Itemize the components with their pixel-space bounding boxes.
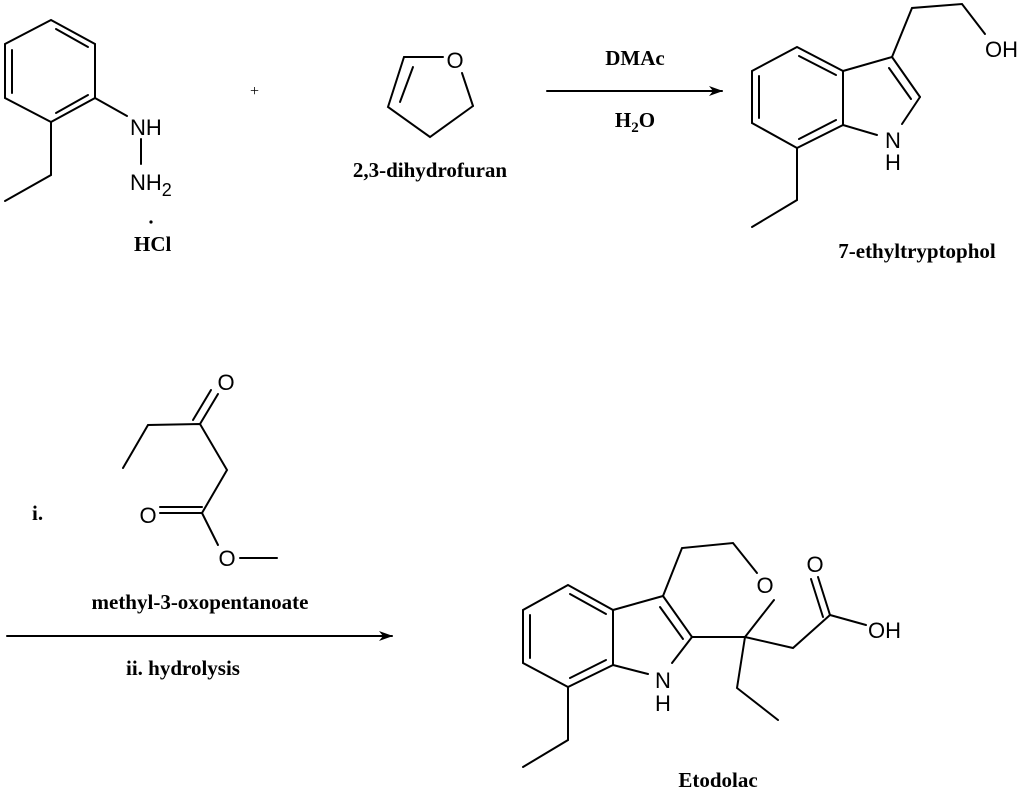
oh-label: OH (985, 37, 1018, 62)
ring-o-label: O (756, 573, 773, 598)
reaction-arrow-1: DMAc H2O (546, 46, 723, 136)
ester-o-label: O (139, 503, 156, 528)
salt-dot (149, 220, 153, 224)
etodolac-name: Etodolac (678, 768, 757, 792)
h-label: H (655, 691, 671, 716)
n-label: N (655, 668, 671, 693)
keto-o-label: O (217, 370, 234, 395)
step-i-label: i. (32, 501, 43, 525)
ketoester-name: methyl-3-oxopentanoate (92, 590, 309, 614)
plus-sign: + (250, 83, 259, 100)
ethyltryptophol-name: 7-ethyltryptophol (838, 239, 996, 263)
reagent-water: H2O (615, 108, 655, 136)
reaction-arrow-2: ii. hydrolysis (6, 631, 393, 680)
n-label: N (885, 128, 901, 153)
oh-label: OH (868, 618, 901, 643)
ketoester-structure: i. O O O methyl-3-oxopentanoate (32, 370, 308, 614)
o-label: O (446, 48, 463, 73)
ethyltryptophol-structure: OH N H 7-ethyltryptophol (751, 2, 1018, 263)
ethylphenylhydrazine-structure: NH NH2 HCl (4, 18, 172, 256)
methoxy-o-label: O (218, 546, 235, 571)
hcl-label: HCl (134, 232, 172, 256)
nh2-label: NH2 (130, 170, 172, 200)
step-ii-label: ii. hydrolysis (126, 656, 240, 680)
nh-label: NH (130, 115, 162, 140)
carbonyl-o-label: O (806, 552, 823, 577)
reagent-dmac: DMAc (605, 46, 664, 70)
dihydrofuran-structure: O 2,3-dihydrofuran (353, 48, 508, 182)
dihydrofuran-name: 2,3-dihydrofuran (353, 158, 508, 182)
h-label: H (885, 150, 901, 175)
etodolac-structure: O O OH N H Etodolac (522, 541, 901, 792)
